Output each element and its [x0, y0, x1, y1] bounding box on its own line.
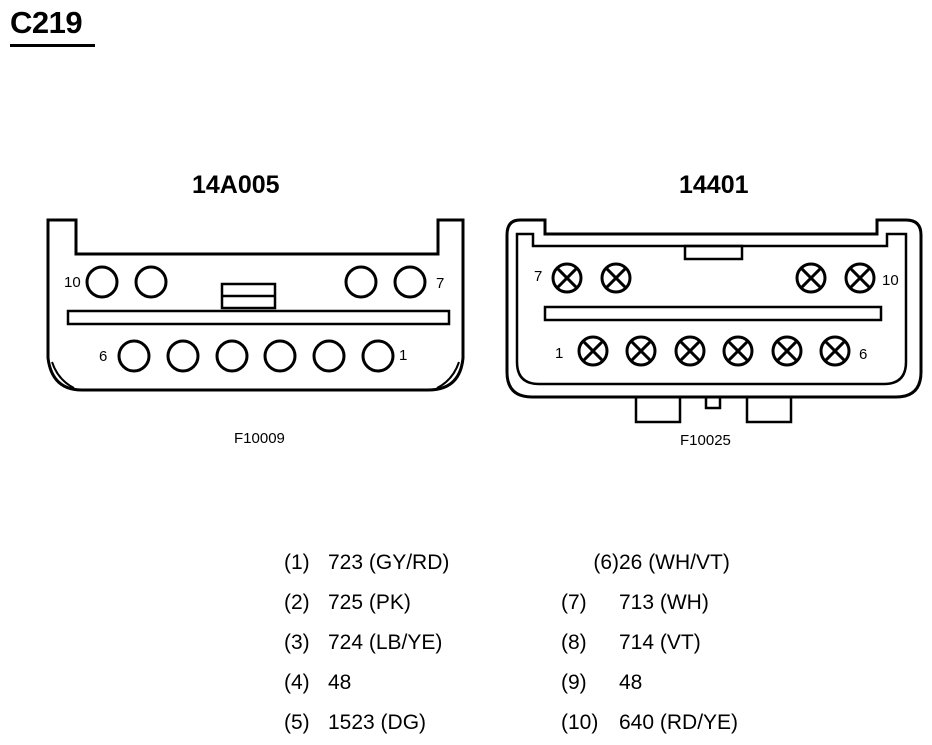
- right-pin-7: [551, 262, 583, 294]
- right-pin-label-6: 6: [859, 346, 868, 363]
- right-pin-9: [795, 262, 827, 294]
- pinout-row: (1) 723 (GY/RD): [284, 550, 449, 576]
- circuit-value: 724 (LB/YE): [328, 631, 443, 654]
- left-pin-9: [134, 265, 168, 299]
- right-pin-6: [819, 335, 851, 367]
- pinout-left-column: (1) 723 (GY/RD) (2) 725 (PK) (3) 724 (LB/YE…: [284, 550, 449, 736]
- left-pin-8: [344, 265, 378, 299]
- right-pin-10: [844, 262, 876, 294]
- left-pin-10: [85, 265, 119, 299]
- pin-number: (2): [284, 591, 310, 614]
- left-pin-label-10: 10: [64, 274, 81, 291]
- pinout-row: (5) 1523 (DG): [284, 710, 449, 736]
- right-connector-part-number: 14401: [679, 171, 749, 199]
- right-figure-id: F10025: [680, 432, 731, 449]
- left-connector-part-number: 14A005: [192, 171, 280, 199]
- pin-number: (4): [284, 671, 310, 694]
- pinout-row: (10) 640 (RD/YE): [561, 710, 738, 736]
- pin-number: (6): [593, 551, 619, 574]
- right-pin-8: [600, 262, 632, 294]
- right-pin-2: [625, 335, 657, 367]
- right-pin-4: [722, 335, 754, 367]
- left-pin-label-7: 7: [436, 275, 445, 292]
- pinout-row: (3) 724 (LB/YE): [284, 630, 449, 656]
- circuit-value: 714 (VT): [619, 631, 701, 654]
- right-pin-1: [577, 335, 609, 367]
- circuit-value: 1523 (DG): [328, 711, 427, 734]
- circuit-value: 640 (RD/YE): [619, 711, 739, 734]
- left-pin-4: [215, 339, 249, 373]
- pin-number: (9): [561, 671, 587, 694]
- right-pin-label-10: 10: [882, 272, 899, 289]
- left-pin-7: [393, 265, 427, 299]
- circuit-value: 725 (PK): [328, 591, 411, 614]
- circuit-value: 723 (GY/RD): [328, 551, 450, 574]
- pin-number: (8): [561, 631, 587, 654]
- left-pin-1: [361, 339, 395, 373]
- left-pin-6: [117, 339, 151, 373]
- title-underline: [10, 44, 95, 47]
- right-pin-label-7: 7: [534, 268, 543, 285]
- connector-title: C219: [10, 5, 83, 40]
- circuit-value: 713 (WH): [619, 591, 709, 614]
- right-pin-label-1: 1: [555, 345, 564, 362]
- left-pin-label-1: 1: [399, 347, 408, 364]
- circuit-value: 48: [328, 671, 352, 694]
- circuit-value: 26 (WH/VT): [619, 551, 730, 574]
- pinout-row: (2) 725 (PK): [284, 590, 449, 616]
- pinout-row: (8) 714 (VT): [561, 630, 738, 656]
- pin-number: (10): [561, 711, 599, 734]
- left-pin-label-6: 6: [99, 348, 108, 365]
- right-pin-5: [771, 335, 803, 367]
- pinout-row: (7) 713 (WH): [561, 590, 738, 616]
- pin-number: (1): [284, 551, 310, 574]
- right-connector-housing: [505, 218, 923, 424]
- pin-number: (5): [284, 711, 310, 734]
- pinout-row: (6)26 (WH/VT): [561, 550, 738, 576]
- circuit-value: 48: [619, 671, 643, 694]
- left-pin-5: [166, 339, 200, 373]
- right-pin-3: [674, 335, 706, 367]
- left-pin-2: [312, 339, 346, 373]
- pin-number: (3): [284, 631, 310, 654]
- pinout-right-column: (6)26 (WH/VT) (7) 713 (WH) (8) 714 (VT) (9…: [561, 550, 738, 736]
- left-connector-housing: [46, 218, 465, 392]
- left-pin-3: [263, 339, 297, 373]
- pinout-row: (4) 48: [284, 670, 449, 696]
- pin-number: (7): [561, 591, 587, 614]
- pinout-row: (9) 48: [561, 670, 738, 696]
- left-figure-id: F10009: [234, 430, 285, 447]
